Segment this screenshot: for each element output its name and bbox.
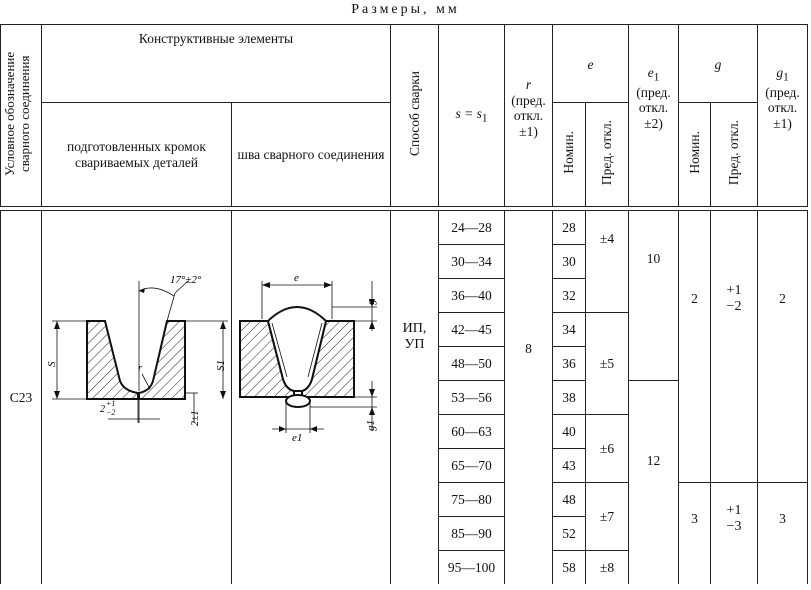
weld-metal (266, 306, 328, 392)
g1-value-cell: 3 (757, 482, 808, 584)
g-dim-label: g (365, 299, 377, 305)
dimensions-table: Условное обозначение сварного соединения… (0, 24, 808, 584)
root-face-label: 2±1 (190, 411, 201, 427)
g-deviation-header: Пред. откл. (710, 102, 758, 207)
header-row-3: Номин. Пред. откл. Номин. Пред. откл. (1, 102, 808, 207)
s-range-cell: 42—45 (438, 312, 505, 347)
method-header: Способ сварки (390, 24, 439, 207)
weld-drawing-cell: e g g1 e1 (231, 210, 391, 584)
e-deviation-header: Пред. откл. (585, 102, 629, 207)
g-deviation-cell: +1−2 (710, 210, 758, 483)
e-nominal-cell: 52 (552, 516, 586, 551)
e-deviation-cell: ±6 (585, 414, 629, 483)
e-nominal-cell: 40 (552, 414, 586, 449)
s1-label: S1 (215, 360, 227, 371)
r-value-cell: 8 (504, 210, 553, 584)
left-plate (86, 320, 139, 400)
e-nominal-header: Номин. (552, 102, 586, 207)
s-header: s = s1 (438, 24, 505, 207)
table-row: С23 17°±2° (0, 210, 808, 584)
table-row: 36—40 32 (1, 278, 808, 313)
table-row: 48—50 36 (1, 346, 808, 381)
e-nominal-cell: 34 (552, 312, 586, 347)
s-range-cell: 75—80 (438, 482, 505, 517)
right-plate (138, 320, 186, 400)
e-deviation-cell: ±7 (585, 482, 629, 551)
page-title: Размеры, мм (351, 2, 460, 17)
g-nominal-header: Номин. (678, 102, 711, 207)
e-nominal-cell: 48 (552, 482, 586, 517)
e-nominal-cell: 38 (552, 380, 586, 415)
e1-header: e1 (пред. откл. ±2) (628, 24, 679, 207)
edges-drawing-cell: 17°±2° r S S1 2±1 (41, 210, 232, 584)
g-nominal-cell: 2 (678, 210, 711, 483)
table-row: 95—100 58 ±8 (1, 550, 808, 584)
s-range-cell: 85—90 (438, 516, 505, 551)
e-nominal-cell: 32 (552, 278, 586, 313)
r-header: r (пред. откл. ±1) (504, 24, 553, 207)
r-label: r (138, 362, 143, 374)
g1-dim-label: g1 (365, 420, 377, 431)
e-nominal-cell: 28 (552, 210, 586, 245)
e-header: e (552, 24, 629, 103)
e-nominal-cell: 30 (552, 244, 586, 279)
e-deviation-cell: ±8 (585, 550, 629, 584)
root-bead (285, 394, 311, 408)
weld-seam-header: шва сварного соединения (231, 102, 391, 207)
gap-minus: −2 (106, 408, 115, 417)
table-row: 30—34 30 (1, 244, 808, 279)
e-deviation-cell: ±5 (585, 312, 629, 415)
s-label: S (46, 361, 58, 367)
header-separator (0, 206, 808, 211)
e-nominal-cell: 43 (552, 448, 586, 483)
table-row: 42—45 34 ±5 (1, 312, 808, 415)
method-cell: ИП,УП (390, 210, 439, 584)
e1-value-cell: 10 (628, 210, 679, 381)
e-deviation-cell: ±4 (585, 210, 629, 313)
s-range-cell: 24—28 (438, 210, 505, 245)
table-row: 75—80 48 ±7 3 +1−3 3 (1, 482, 808, 584)
table-row: 85—90 52 (1, 516, 808, 551)
g1-header: g1 (пред. откл. ±1) (757, 24, 808, 207)
s-range-cell: 53—56 (438, 380, 505, 415)
designation-cell: С23 (0, 210, 42, 584)
designation-header: Условное обозначение сварного соединения (0, 24, 42, 207)
weld-joint-drawing: e g g1 e1 (239, 272, 377, 444)
s-range-cell: 65—70 (438, 448, 505, 483)
gap-plus: +1 (106, 399, 115, 408)
prepared-edges-header: подготовленных кромок свариваемых детале… (41, 102, 232, 207)
g-deviation-cell: +1−3 (710, 482, 758, 584)
s-range-cell: 36—40 (438, 278, 505, 313)
header-row-1: Условное обозначение сварного соединения… (0, 24, 808, 207)
s-range-cell: 48—50 (438, 346, 505, 381)
edge-preparation-drawing: 17°±2° r S S1 2±1 (46, 274, 228, 427)
g-nominal-cell: 3 (678, 482, 711, 584)
e-dim-label: e (294, 272, 299, 284)
e1-dim-label: e1 (292, 432, 302, 444)
g1-value-cell: 2 (757, 210, 808, 483)
elements-header: Конструктивные элементы (41, 24, 391, 103)
s-range-cell: 30—34 (438, 244, 505, 279)
gap-value: 2 (100, 404, 105, 415)
g-header: g (678, 24, 758, 103)
e-nominal-cell: 58 (552, 550, 586, 584)
angle-label: 17°±2° (170, 274, 202, 286)
s-range-cell: 95—100 (438, 550, 505, 584)
e-nominal-cell: 36 (552, 346, 586, 381)
e1-value-cell: 12 (628, 380, 679, 584)
s-range-cell: 60—63 (438, 414, 505, 449)
